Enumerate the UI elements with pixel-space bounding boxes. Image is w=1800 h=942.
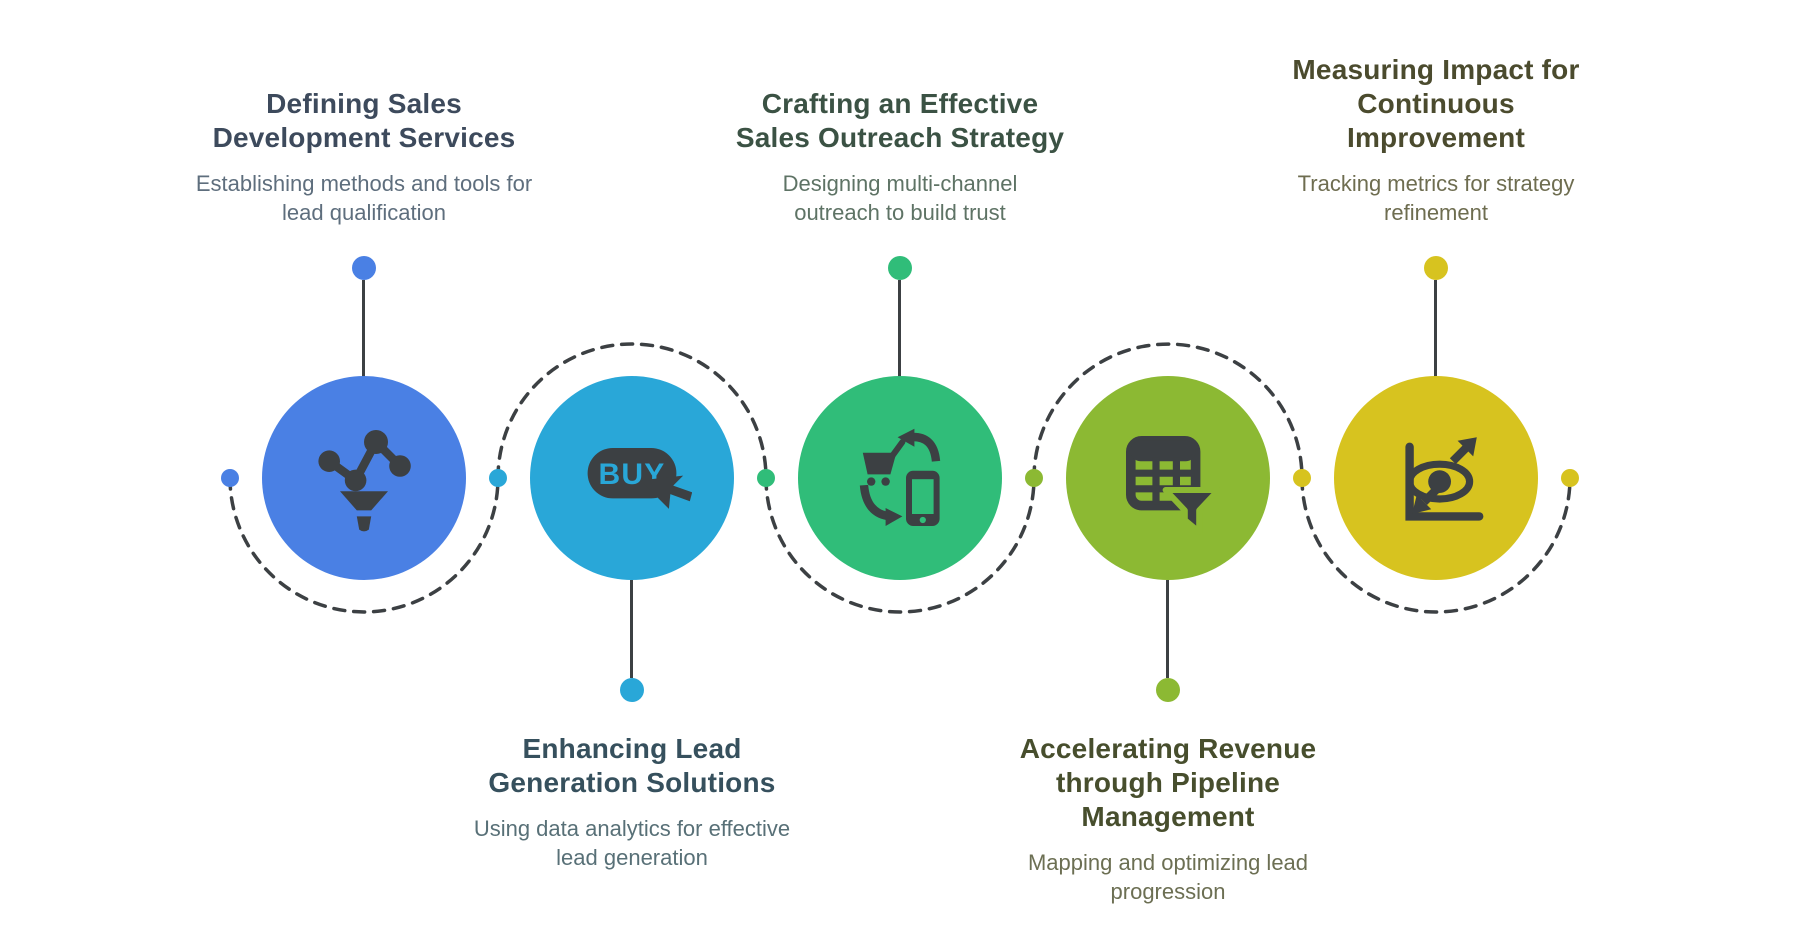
stem-dot (620, 678, 644, 702)
node-text-measuring-impact: Measuring Impact for Continuous Improvem… (1261, 53, 1611, 227)
path-dot (757, 469, 775, 487)
node-text-sales-outreach: Crafting an Effective Sales Outreach Str… (725, 87, 1075, 227)
network-nodes (318, 430, 411, 492)
dashed-arc (764, 476, 1036, 614)
cursor-arrow (640, 475, 692, 509)
smartphone (906, 470, 940, 526)
connector-stem (362, 280, 365, 377)
node-title: Enhancing Lead Generation Solutions (488, 733, 776, 798)
lead-qualification-network-funnel-icon (318, 430, 411, 532)
pipeline-table-filter-icon (1126, 436, 1222, 535)
buy-button-cursor-icon: BUY (587, 448, 692, 509)
node-subtitle: Tracking metrics for strategy refinement (1297, 171, 1575, 225)
node-title: Crafting an Effective Sales Outreach Str… (735, 88, 1065, 153)
path-dot (489, 469, 507, 487)
cart-phone-sync-icon (859, 428, 941, 526)
stem-dot (1156, 678, 1180, 702)
sync-arrow-bottom (859, 484, 903, 526)
arrowhead-up-right (1457, 437, 1477, 457)
shopping-cart (862, 439, 906, 486)
stem-dot (888, 256, 912, 280)
stem-dot (352, 256, 376, 280)
stem-dot (1424, 256, 1448, 280)
node-circle-pipeline-management (1066, 376, 1270, 580)
funnel-top (340, 491, 388, 511)
node-text-defining-sales: Defining Sales Development Services Esta… (189, 87, 539, 227)
path-dot (1025, 469, 1043, 487)
node-text-lead-generation: Enhancing Lead Generation Solutions Usin… (457, 732, 807, 872)
path-dot (221, 469, 239, 487)
connector-stem (898, 280, 901, 377)
chart-axes (1405, 442, 1484, 521)
node-subtitle: Mapping and optimizing lead progression (1027, 850, 1309, 904)
connector-stem (1434, 280, 1437, 377)
node-title: Defining Sales Development Services (212, 88, 516, 153)
trend-line-up (1449, 443, 1471, 465)
dashed-arc (496, 342, 768, 480)
node-circle-defining-sales (262, 376, 466, 580)
dashed-arc (1300, 476, 1572, 614)
node-title: Measuring Impact for Continuous Improvem… (1292, 54, 1580, 153)
path-dot (1293, 469, 1311, 487)
funnel-spout (356, 516, 372, 532)
network-links (326, 435, 403, 487)
dashed-arc (1032, 342, 1304, 480)
node-subtitle: Establishing methods and tools for lead … (195, 171, 533, 225)
node-circle-measuring-impact (1334, 376, 1538, 580)
node-circle-sales-outreach (798, 376, 1002, 580)
dashed-arc (228, 476, 500, 614)
node-text-pipeline-management: Accelerating Revenue through Pipeline Ma… (993, 732, 1343, 906)
arrowhead-down-left (1412, 494, 1432, 514)
node-circle-lead-generation: BUY (530, 376, 734, 580)
path-dot (1561, 469, 1579, 487)
chart-eye-growth-icon (1405, 437, 1484, 521)
node-title: Accelerating Revenue through Pipeline Ma… (1019, 733, 1317, 832)
eye-outline (1406, 460, 1474, 503)
filter-funnel (1162, 487, 1222, 535)
connector-stem (630, 580, 633, 678)
node-subtitle: Designing multi-channel outreach to buil… (782, 171, 1018, 225)
eye-pupil (1428, 470, 1451, 493)
sync-arrow-top (897, 428, 941, 462)
node-subtitle: Using data analytics for effective lead … (473, 816, 791, 870)
connector-stem (1166, 580, 1169, 678)
